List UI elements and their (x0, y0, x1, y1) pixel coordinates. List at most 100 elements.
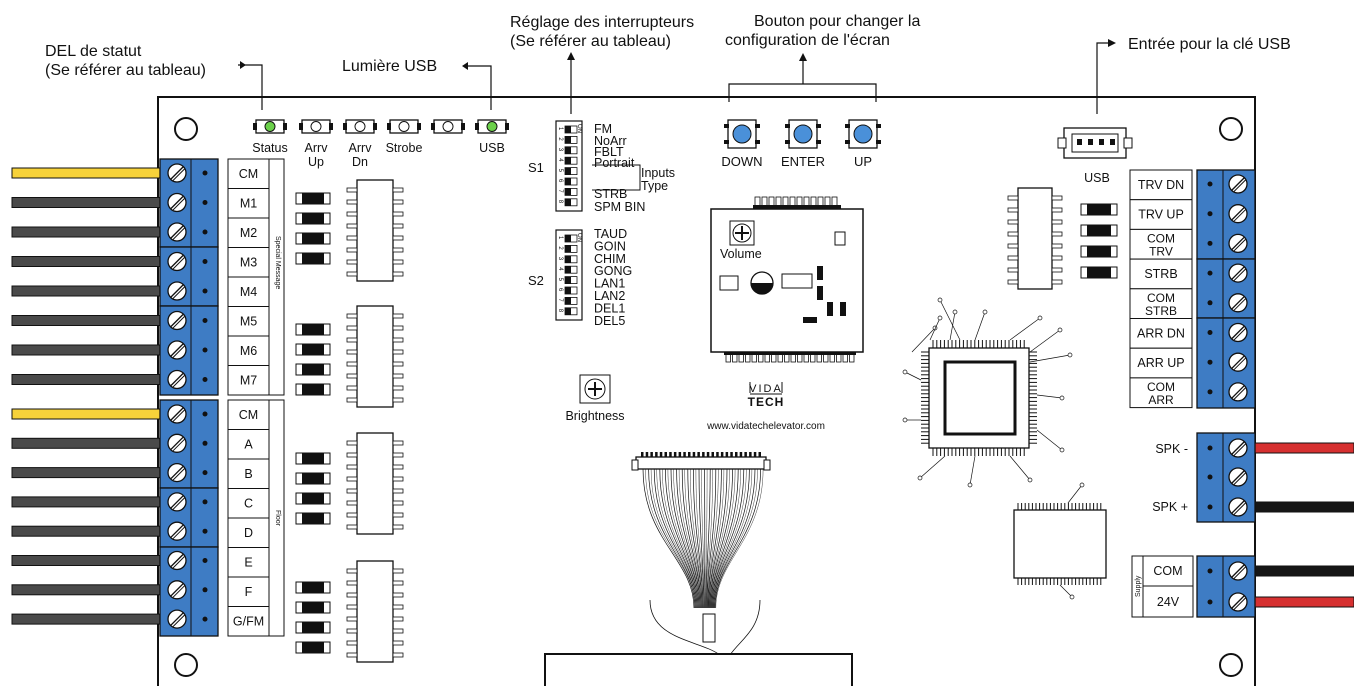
terminal-screw[interactable] (1228, 352, 1248, 372)
usb-port[interactable] (1057, 127, 1133, 159)
sip-chip (356, 432, 394, 535)
wire (11, 344, 162, 356)
terminal-screw[interactable] (1228, 592, 1248, 612)
terminal-screw[interactable] (167, 281, 187, 301)
terminal-screw[interactable] (167, 462, 187, 483)
resistor-arrays (295, 192, 331, 654)
up-button[interactable] (845, 119, 881, 149)
terminal-screw[interactable] (1228, 233, 1248, 254)
wire (11, 613, 162, 625)
lcd-display-connector (544, 653, 853, 686)
volume-potentiometer[interactable] (729, 220, 755, 246)
speaker-plus-label: SPK + (1152, 500, 1188, 514)
dip-number: 2 (557, 137, 563, 141)
dip-number: 8 (557, 309, 563, 313)
terminal-screw[interactable] (1228, 467, 1248, 487)
terminal-screw[interactable] (167, 310, 187, 331)
callout-switch-line1: Réglage des interrupteurs (510, 14, 694, 31)
led-arrv-up-label2: Up (308, 155, 324, 169)
terminal-screw[interactable] (167, 550, 187, 571)
terminal-screw[interactable] (1228, 438, 1248, 458)
right-terminal-label: ARR (1148, 393, 1174, 407)
microcontroller (902, 297, 1073, 488)
s2-option: GOIN (594, 239, 626, 253)
terminal-screw[interactable] (1228, 263, 1248, 283)
terminal-screw[interactable] (1228, 497, 1248, 517)
wire (11, 437, 162, 449)
callout-usb-light: Lumière USB (342, 58, 492, 110)
terminal-screw[interactable] (1228, 561, 1248, 581)
brightness-potentiometer[interactable] (579, 374, 611, 404)
led-row: Status Arrv Up Arrv Dn Strobe USB (252, 119, 509, 169)
left-terminal-label: M1 (240, 197, 257, 211)
wire (11, 584, 162, 596)
down-button[interactable] (724, 119, 760, 149)
ic-chips (346, 179, 404, 663)
up-button-label: UP (854, 154, 872, 169)
dip-number: 2 (557, 246, 563, 250)
right-terminal-label: COM (1147, 380, 1175, 394)
enter-button-label: ENTER (781, 154, 825, 169)
terminal-screw[interactable] (167, 521, 187, 541)
terminal-block (159, 487, 219, 548)
mounting-hole (1219, 117, 1243, 141)
terminal-screw[interactable] (167, 580, 187, 600)
logo-line2: TECH (748, 395, 785, 409)
left-terminal-label: F (245, 585, 253, 599)
callout-usb-input-text: Entrée pour la clé USB (1128, 36, 1291, 53)
left-terminal-label: CM (239, 408, 258, 422)
callout-button-line2: configuration de l'écran (725, 32, 890, 49)
floor-label: Floor (274, 510, 281, 527)
terminal-screw[interactable] (167, 492, 187, 512)
terminal-screw[interactable] (167, 192, 187, 213)
s2-option: DEL5 (594, 314, 625, 328)
s1-option: STRB (594, 187, 627, 201)
dip-number: 8 (557, 200, 563, 204)
terminal-screw[interactable] (167, 609, 187, 629)
terminal-screw[interactable] (1228, 204, 1248, 224)
s2-option: GONG (594, 264, 632, 278)
terminal-screw[interactable] (167, 433, 187, 453)
volume-label: Volume (720, 247, 762, 261)
sip-chip (1017, 187, 1053, 290)
s2-option: LAN1 (594, 277, 625, 291)
terminal-screw[interactable] (1228, 293, 1248, 313)
dip-number: 5 (557, 278, 563, 282)
terminal-screw[interactable] (167, 222, 187, 242)
terminal-screw[interactable] (167, 251, 187, 272)
led-usb-label: USB (479, 141, 505, 155)
logo-line1: VIDA (749, 383, 783, 395)
left-terminal-label: M7 (240, 374, 257, 388)
left-terminal-label: M6 (240, 344, 257, 358)
down-button-label: DOWN (721, 154, 762, 169)
terminal-screw[interactable] (167, 340, 187, 360)
wire (11, 285, 162, 297)
led-arrv-dn-label1: Arrv (349, 141, 373, 155)
s2-option: LAN2 (594, 289, 625, 303)
left-terminal-label: M5 (240, 315, 257, 329)
terminal-screw[interactable] (167, 404, 187, 424)
wire (11, 315, 162, 326)
mounting-hole (1219, 653, 1243, 677)
s1-option: Portrait (594, 156, 635, 170)
callout-status-led-line1: DEL de statut (45, 43, 142, 60)
terminal-screw[interactable] (167, 163, 187, 183)
wire (11, 496, 162, 508)
terminal-block (159, 246, 219, 307)
right-terminal-label: COM (1147, 231, 1175, 245)
wire (11, 408, 162, 420)
terminal-screw[interactable] (1228, 382, 1248, 402)
right-terminal-blocks (1196, 169, 1256, 409)
terminal-screw[interactable] (1228, 322, 1248, 343)
speaker-minus-label: SPK - (1155, 442, 1188, 456)
terminal-screw[interactable] (1228, 174, 1248, 194)
ribbon-cable (631, 452, 771, 656)
left-terminal-label: M4 (240, 285, 257, 299)
terminal-screw[interactable] (167, 369, 187, 390)
callout-usb-input: Entrée pour la clé USB (1096, 36, 1291, 114)
enter-button[interactable] (785, 119, 821, 149)
